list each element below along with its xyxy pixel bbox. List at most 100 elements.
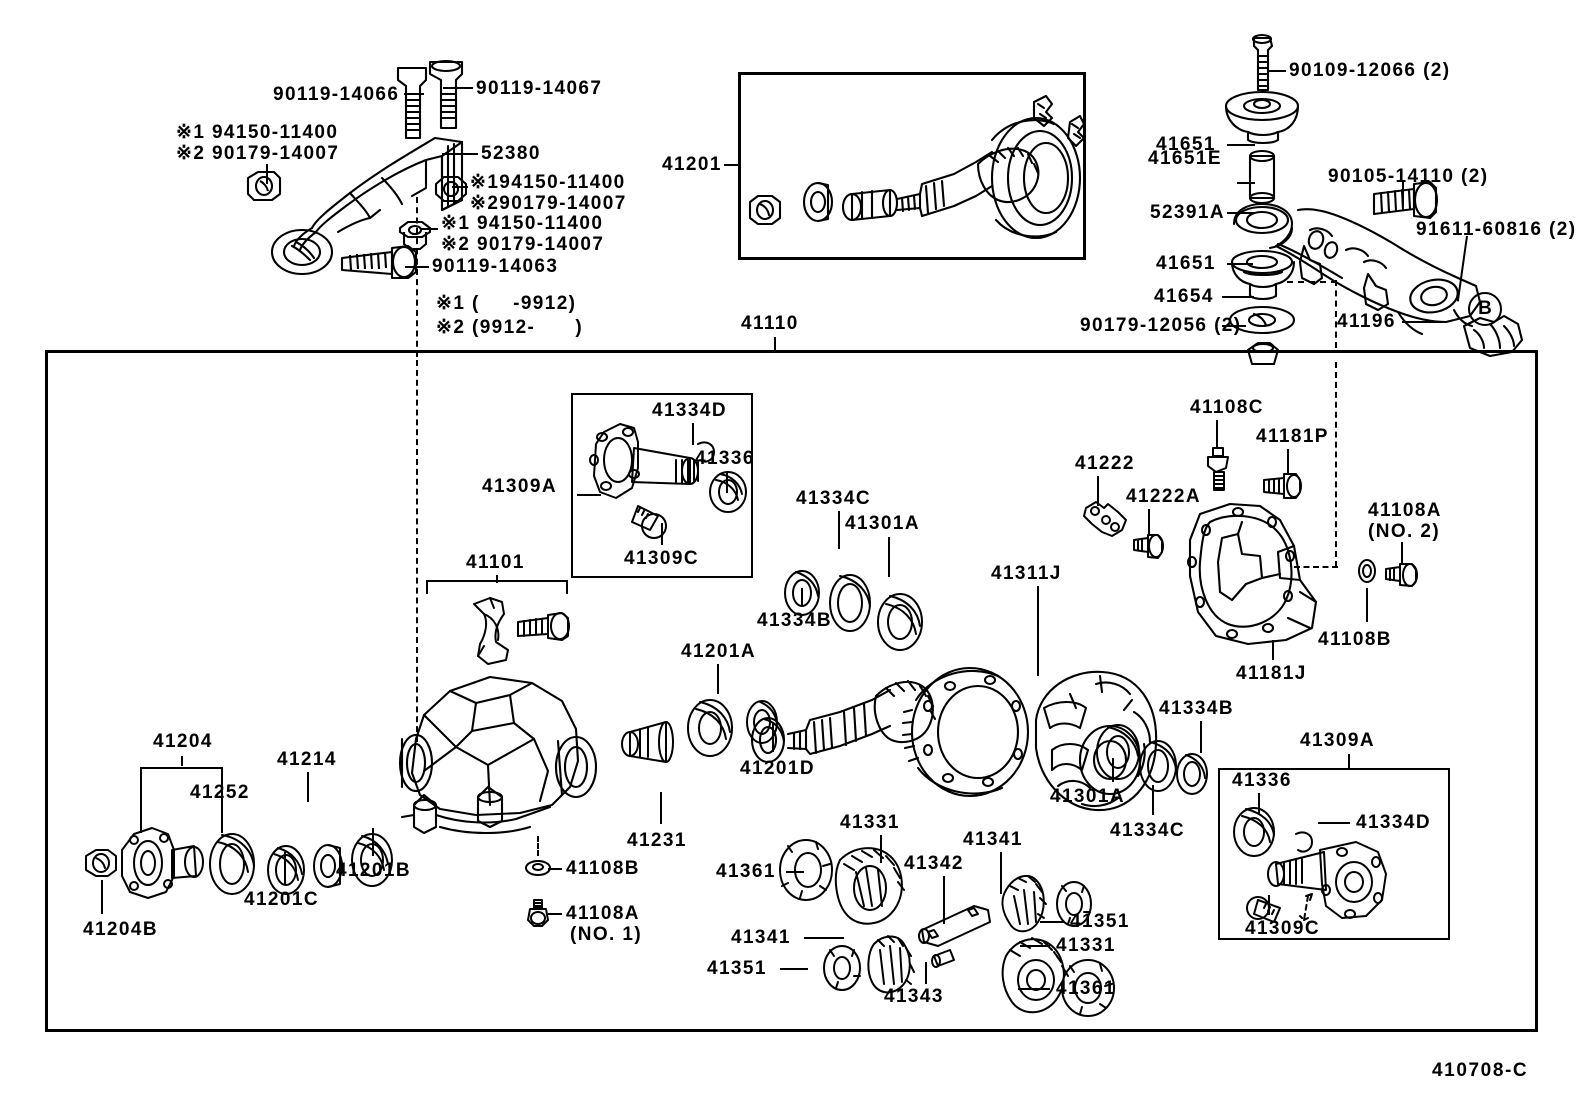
leader-41361-left [786,871,804,873]
label-41301A-left: 41301A [845,513,920,534]
leader-41651E [1237,182,1255,184]
leader-41334D-left [692,423,694,445]
label-41222A: 41222A [1126,486,1201,507]
leader-41651-lower [1227,263,1253,265]
leader-41334C-right [1152,785,1154,815]
label-41201B: 41201B [336,860,411,881]
label-41204: 41204 [153,731,213,752]
label-41342: 41342 [904,853,964,874]
label-41108A-no2: 41108A [1368,500,1442,521]
footnote-2: ※2 (9912- ) [436,317,584,338]
leader-41181J [1272,640,1274,660]
label-41336-right: 41336 [1232,770,1292,791]
leader-41309C-right [1268,895,1270,915]
pinion-bearings-left-art [778,560,928,680]
label-41309C-left: 41309C [624,548,699,569]
leader-41301A-right [1112,758,1114,782]
leader-41334B-left [801,588,803,606]
label-nut-right-1: ※194150-11400 [470,172,626,193]
label-41334C-right: 41334C [1110,820,1185,841]
crossmember-52391A-art [1218,33,1568,366]
drawing-number: 410708-C [1432,1060,1529,1081]
label-nut-right-2: ※290179-14007 [470,193,627,214]
leader-41101 [496,575,498,583]
dashed-leader-cover-right [1335,362,1337,567]
label-41343: 41343 [884,986,944,1007]
label-41336-left: 41336 [695,448,755,469]
label-41222: 41222 [1075,453,1135,474]
label-nut-mid-2: ※2 90179-14007 [441,234,605,255]
leader-41108A-no2 [1401,542,1403,564]
label-41334D-right: 41334D [1356,812,1431,833]
leader-41341-upper [1000,852,1002,894]
breather-41108C-art [1204,446,1234,494]
leader-41252 [221,805,223,833]
bolt-41181P-art [1262,470,1304,500]
label-41309A-left: 41309A [482,476,557,497]
label-41334B-right: 41334B [1159,698,1234,719]
ring-pinion-set-41201-art [740,90,1086,255]
label-41204B: 41204B [83,919,158,940]
bearing-cap-41101-art [468,594,588,666]
label-41108A-no1-sub: (NO. 1) [570,924,643,945]
label-41334D-left: 41334D [652,400,727,421]
leader-41201B [372,828,374,856]
leader-41351-lower [780,968,808,970]
leader-41309C-left [661,523,663,545]
label-41341-upper: 41341 [963,829,1023,850]
plug-41108A-no1-art [522,898,554,930]
leader-41201 [724,164,740,166]
label-nut-mid-1: ※1 94150-11400 [441,213,604,234]
lock-plate-41222-art [1082,500,1130,542]
dashed-leader-support [416,197,418,357]
label-41331-upper: 41331 [840,812,900,833]
leader-41231 [660,792,662,824]
label-41108B-housing: 41108B [566,858,640,879]
label-41351-lower: 41351 [707,958,767,979]
leader-41336-right [1258,793,1260,815]
label-41201A: 41201A [681,641,756,662]
bolt-90119-14063-art [336,240,426,290]
leader-41108B-housing [548,868,562,870]
subbox-41309A-right [1218,768,1450,940]
pinion-bearings-right-art [1096,712,1208,812]
leader-41201C [284,852,286,884]
label-41231: 41231 [627,830,687,851]
dashed-leader-cover-attach [1294,566,1338,568]
leader-41334B-right [1200,721,1202,753]
label-52380: 52380 [481,143,541,164]
label-41331-right: 41331 [1056,935,1116,956]
label-90119-14067: 90119-14067 [476,78,603,99]
label-41101: 41101 [466,552,525,573]
leader-41201A [717,664,719,694]
label-41341-lower: 41341 [731,927,791,948]
label-41108B-cover: 41108B [1318,629,1392,650]
leader-90109-12066 [1268,70,1286,72]
leader-41108A-no1 [548,913,562,915]
leader-41351-upper [1040,921,1064,923]
dashed-leader-41108B [537,836,539,856]
leader-41654 [1222,296,1254,298]
leader-52380 [442,153,478,155]
label-41214: 41214 [277,749,337,770]
label-41201: 41201 [662,154,722,175]
dashed-leader-41196-h [1287,281,1337,283]
main-box-41110 [45,350,1538,1032]
label-41201D: 41201D [740,758,815,779]
label-41311J: 41311J [991,563,1062,584]
dashed-leader-support-lower [416,360,418,742]
box-41201 [738,72,1086,260]
dashed-leader-41196 [1335,280,1337,348]
label-41108C: 41108C [1190,397,1264,418]
leader-41201D [772,722,774,752]
label-41309C-right: 41309C [1245,918,1320,939]
leader-41301A-left [888,537,890,577]
label-41361-left: 41361 [716,861,776,882]
leader-41651-upper [1227,144,1255,146]
leader-nut-mid [420,228,438,230]
label-41651E: 41651E [1148,148,1222,169]
nut-94150-11400-right-art [430,172,472,208]
leader-41343 [925,962,927,984]
leader-52391A [1227,212,1255,214]
leader-41334C-left [838,511,840,549]
